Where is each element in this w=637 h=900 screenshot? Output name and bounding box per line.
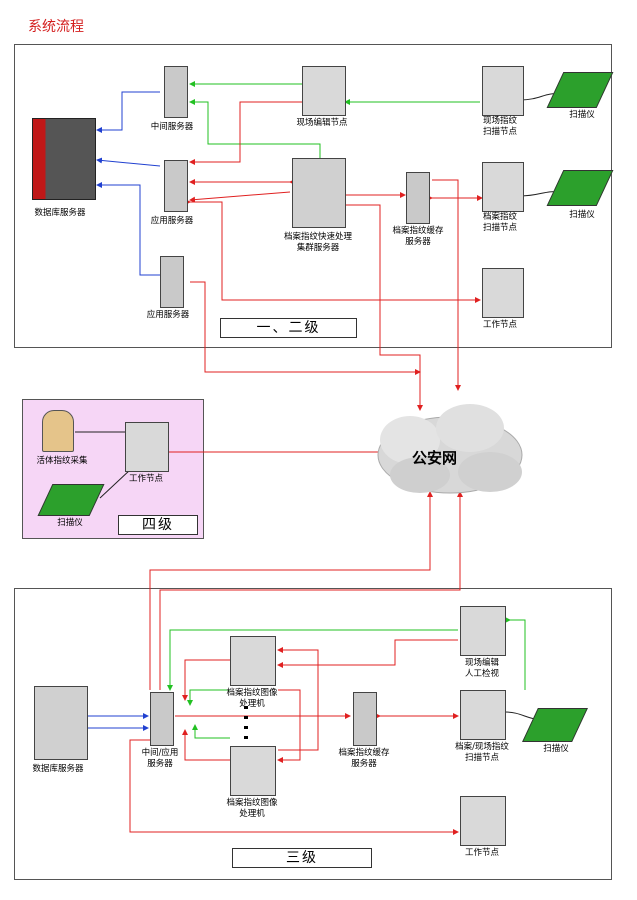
link-l3-net-2 [159, 491, 463, 690]
level-label-3: 三级 [232, 848, 372, 868]
archive-scan-computer-icon [482, 162, 524, 212]
link-review-mid [167, 629, 458, 691]
site-scan-computer-icon [482, 66, 524, 116]
label-scanner-1: 扫描仪 [569, 110, 595, 120]
link-app1-work [185, 199, 481, 303]
link-mid-work [129, 737, 459, 835]
work-node-l3-icon [460, 796, 506, 846]
site-review-computer-icon [460, 606, 506, 656]
middle-server-icon [164, 66, 188, 118]
link-proc1-mid [182, 659, 230, 701]
mid-app-server-icon [150, 692, 174, 746]
link-app2-db [96, 182, 160, 276]
level-label-4: 四级 [118, 515, 198, 535]
work-node-top-icon [482, 268, 524, 318]
label-scanner-2: 扫描仪 [569, 210, 595, 220]
link-proc1-mid-g [187, 689, 230, 706]
label-mid-app-server: 中间/应用 服务器 [141, 748, 179, 769]
database-server-l3-icon [34, 686, 88, 760]
link-cluster-app1b [189, 191, 291, 203]
label-scanner-l4: 扫描仪 [57, 518, 83, 528]
link-edit-app1 [189, 101, 302, 165]
label-archive-cluster: 档案指纹快速处理 集群服务器 [283, 232, 352, 253]
label-archive-site-scan: 档案/现场指纹 扫描节点 [455, 742, 509, 763]
label-db-server-l3: 数据库服务器 [32, 764, 84, 774]
link-proc2-mid-g [192, 724, 230, 739]
link-review-proc [277, 639, 458, 668]
database-server-icon [32, 118, 96, 200]
app-server-2-icon [160, 256, 184, 308]
label-img-proc-1: 档案指纹图像 处理机 [226, 688, 278, 709]
label-work-node-top: 工作节点 [482, 320, 517, 330]
label-db-server-top: 数据库服务器 [34, 208, 86, 218]
image-processor-2-icon [230, 746, 276, 796]
archive-cache-icon [406, 172, 430, 224]
work-node-l4-icon [125, 422, 169, 472]
link-cluster-mid [189, 99, 321, 160]
label-app-server-1: 应用服务器 [150, 216, 194, 226]
label-archive-cache-l3: 档案指纹缓存 服务器 [338, 748, 390, 769]
page-title: 系统流程 [28, 19, 84, 35]
label-img-proc-2: 档案指纹图像 处理机 [226, 798, 278, 819]
link-app1-db [96, 157, 161, 167]
label-app-server-2: 应用服务器 [146, 310, 190, 320]
label-site-scan-node: 现场指纹 扫描节点 [482, 116, 517, 137]
label-site-edit-review: 现场编辑 人工检视 [464, 658, 499, 679]
label-scanner-l3: 扫描仪 [543, 744, 569, 754]
cloud-icon [377, 404, 523, 494]
archive-cache-l3-icon [353, 692, 377, 746]
label-archive-cache-top: 档案指纹缓存 服务器 [392, 226, 444, 247]
link-mid-db [96, 91, 160, 133]
app-server-1-icon [164, 160, 188, 212]
ellipsis-dots [244, 706, 248, 740]
archive-site-scan-computer-icon [460, 690, 506, 740]
label-archive-scan-node: 档案指纹 扫描节点 [482, 212, 517, 233]
label-middle-server: 中间服务器 [150, 122, 194, 132]
image-processor-1-icon [230, 636, 276, 686]
live-capture-person-icon [42, 410, 74, 452]
level-label-12: 一、二级 [220, 318, 357, 338]
link-l3-net-1 [149, 491, 433, 690]
cloud-label: 公安网 [412, 449, 458, 467]
label-work-node-l4: 工作节点 [128, 474, 163, 484]
label-site-edit-node: 现场编辑节点 [296, 118, 348, 128]
link-scan-review [505, 617, 526, 690]
link-cache-net [432, 179, 461, 391]
link-app2-net [190, 281, 421, 375]
site-edit-computer-icon [302, 66, 346, 116]
label-live-capture: 活体指纹采集 [36, 456, 88, 466]
archive-cluster-icon [292, 158, 346, 228]
link-scanner-work [99, 469, 131, 499]
label-work-node-l3: 工作节点 [464, 848, 499, 858]
